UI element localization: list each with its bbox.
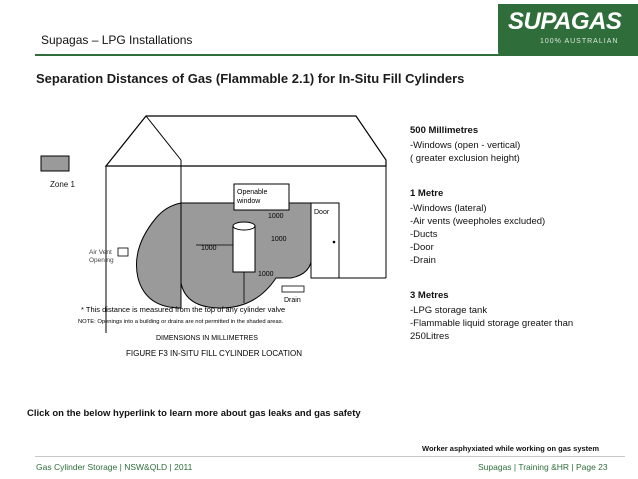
door-handle [332,240,336,244]
section-1m-line-1: -Windows (lateral) [410,203,487,214]
door-label: Door [314,209,330,216]
dim-1000-left: 1000 [201,245,217,252]
zone-label: Zone 1 [50,180,75,189]
section-3m-heading: 3 Metres [410,290,449,301]
footer-right: Supagas | Training &HR | Page 23 [478,462,608,472]
section-1m-line-5: -Drain [410,255,436,266]
incident-caption: Worker asphyxiated while working on gas … [422,444,600,453]
section-1m-line-4: -Door [410,242,434,253]
dimensions-label: DIMENSIONS IN MILLIMETRES [156,335,258,342]
shaded-area-note: NOTE: Openings into a building or drains… [78,319,284,325]
drain-label: Drain [284,297,301,304]
roof-line [145,115,182,161]
hyperlink-prompt: Click on the below hyperlink to learn mo… [27,408,361,419]
logo-text: SUPAGAS [508,8,622,35]
dim-1000-bottom: 1000 [258,271,274,278]
drain [281,285,305,293]
lpg-cylinder [232,225,256,273]
supagas-logo [498,4,638,56]
logo-tagline: 100% AUSTRALIAN [540,38,619,45]
cylinder-top [232,221,256,231]
slide-title: Separation Distances of Gas (Flammable 2… [36,71,465,86]
openable-window-label: Openable [237,189,267,196]
section-1m-line-2: -Air vents (weepholes excluded) [410,216,546,227]
footer-divider [35,456,625,457]
air-vent-label-2: Opening [89,257,114,264]
section-500mm-line-2: ( greater exclusion height) [410,153,520,164]
section-3m-line-2: -Flammable liquid storage greater than [410,318,574,329]
section-500mm-line-1: -Windows (open - vertical) [410,140,521,151]
section-1m-line-3: -Ducts [410,229,438,240]
section-1m-heading: 1 Metre [410,188,444,199]
dim-1000-door: 1000 [271,236,287,243]
header-divider [35,54,625,56]
openable-window-label-2: window [236,198,261,205]
exclusion-zone-left [135,202,182,309]
footer-left: Gas Cylinder Storage | NSW&QLD | 2011 [36,462,193,472]
openable-window [233,183,290,211]
air-vent-label: Air Vent [89,249,112,256]
zone-swatch [40,155,70,172]
air-vent [117,247,129,257]
roof-outline [104,115,387,167]
star-note: * This distance is measured from the top… [81,305,285,314]
dim-1000-window: 1000 [268,213,284,220]
door [310,202,340,279]
section-500mm-heading: 500 Millimetres [410,125,479,136]
section-3m-line-1: -LPG storage tank [410,305,488,316]
section-3m-line-3: 250Litres [410,331,450,342]
in-situ-fill-cylinder-diagram: Zone 1 Openable window Door 1000 1000 10… [40,115,387,358]
figure-caption: FIGURE F3 IN-SITU FILL CYLINDER LOCATION [126,349,302,358]
header-title: Supagas – LPG Installations [41,33,193,47]
